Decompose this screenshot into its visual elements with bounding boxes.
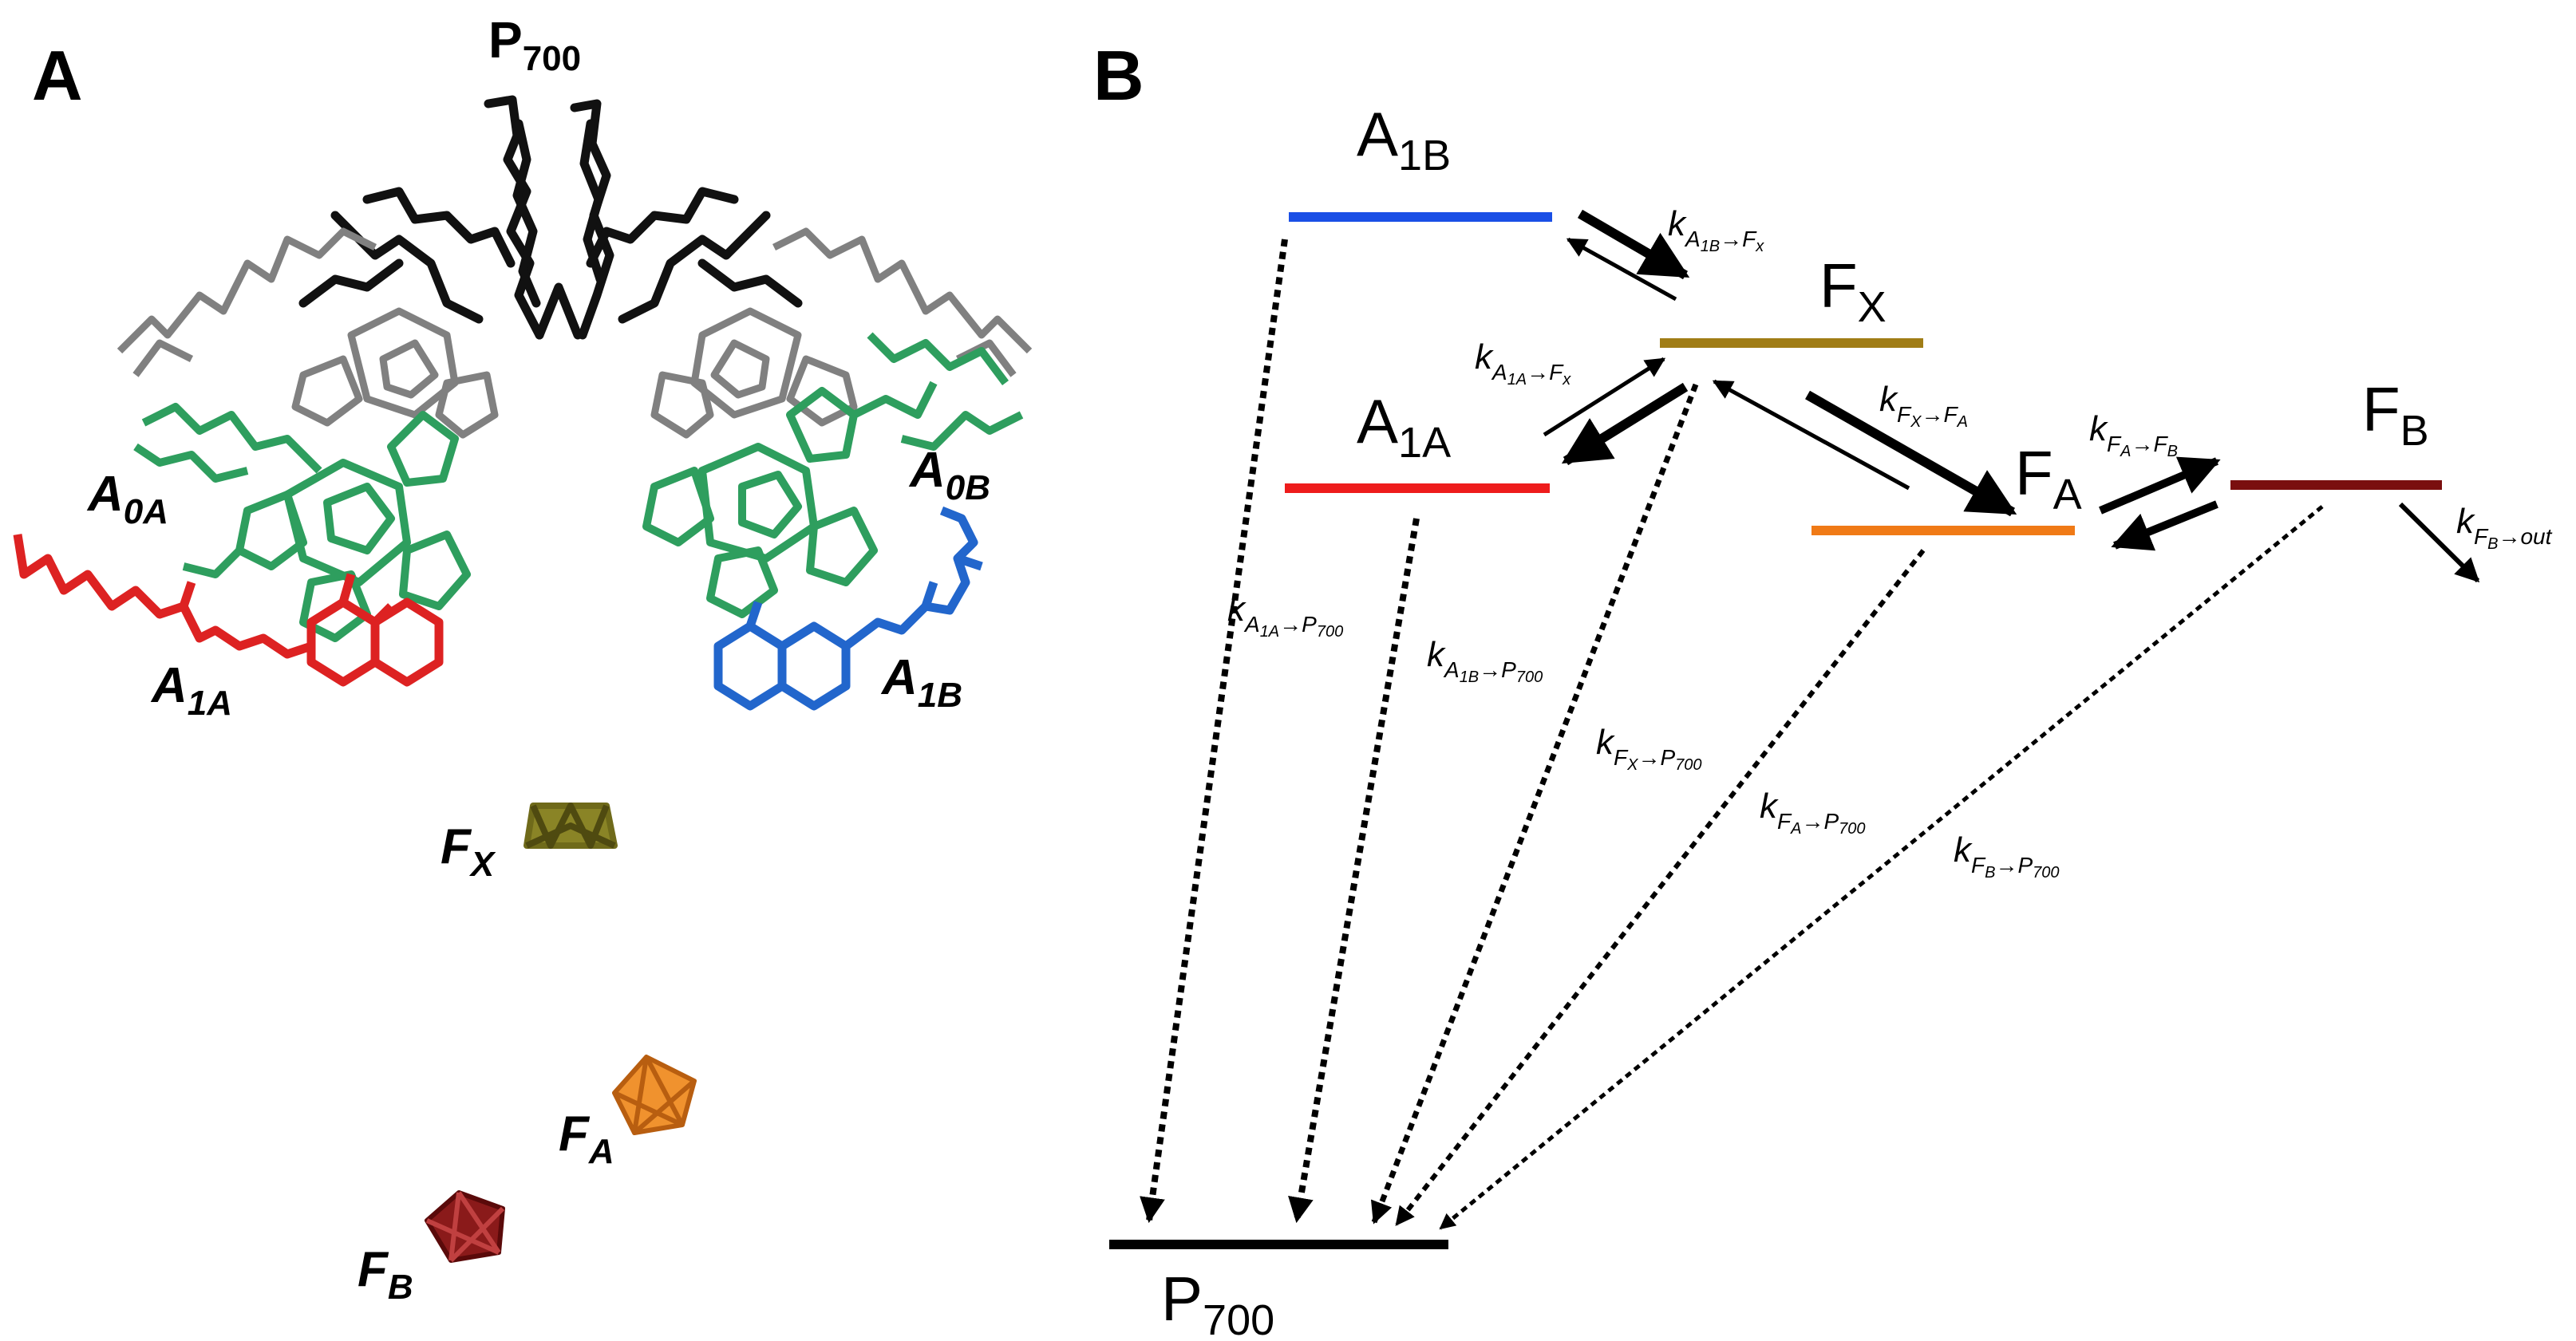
rate-a1a-fx: kA1A→Fx (1475, 337, 1571, 388)
a0b-molecule (642, 332, 1024, 618)
rate-a1b-p700: kA1B→P700 (1427, 635, 1543, 686)
rate-labels: kA1B→Fx kA1A→Fx kFX→FA kFA→FB kFB→out kA… (1227, 204, 2553, 882)
panel-a-fb-label: FB (358, 1242, 413, 1307)
panel-b-letter: B (1093, 36, 1144, 115)
panel-a-a1a-label: A1A (150, 658, 232, 723)
arrow-fx-to-a1b (1566, 237, 1677, 302)
recombination-arrows (1140, 239, 2324, 1230)
arrow-fa-to-fb (2099, 456, 2221, 515)
rate-fa-p700: kFA→P700 (1760, 787, 1866, 838)
panel-a-a0a-label: A0A (86, 467, 168, 531)
rate-fx-fa: kFX→FA (1879, 380, 1968, 431)
arrow-fx-to-fa (1805, 390, 2017, 517)
rate-a1a-p700: kA1A→P700 (1227, 590, 1343, 641)
level-a1a-label: A1A (1357, 386, 1451, 467)
p700-molecule (298, 95, 803, 340)
fb-cluster (425, 1190, 505, 1263)
fa-cluster (612, 1055, 697, 1135)
arrow-a1b-to-p700 (1288, 518, 1420, 1224)
gray-chlorophylls (117, 227, 1033, 439)
arrow-fb-to-fa (2111, 500, 2218, 551)
arrow-a1b-to-fx (1577, 209, 1690, 280)
arrow-fx-to-a1a (1561, 382, 1689, 466)
level-a1b-label: A1B (1357, 99, 1451, 179)
panel-a: A P700 (13, 11, 1033, 1307)
rate-fb-p700: kFB→P700 (1954, 830, 2060, 882)
level-fx-label: FX (1819, 250, 1887, 331)
panel-a-p700-label: P700 (488, 11, 581, 78)
panel-a-a0b-label: A0B (908, 443, 990, 507)
arrow-fa-to-fx (1712, 379, 1910, 491)
rate-fb-out: kFB→out (2456, 502, 2553, 553)
a1b-molecule (713, 506, 983, 711)
panel-a-fa-label: FA (559, 1106, 614, 1171)
panel-a-a1b-label: A1B (880, 650, 962, 715)
rate-fa-fb: kFA→FB (2089, 409, 2178, 460)
level-fa-label: FA (2015, 438, 2082, 519)
panel-a-fx-label: FX (441, 819, 496, 884)
fx-cluster (523, 803, 618, 849)
transfer-arrows (1543, 209, 2480, 583)
panel-b: B A1B FX A1A FA FB P700 (1093, 36, 2553, 1341)
rate-a1b-fx: kA1B→Fx (1668, 204, 1764, 255)
arrow-fx-to-p700 (1370, 383, 1699, 1225)
a1a-molecule (13, 534, 444, 687)
arrow-fb-to-p700 (1439, 505, 2324, 1230)
arrow-a1a-to-p700 (1140, 239, 1288, 1224)
rate-fx-p700: kFX→P700 (1596, 723, 1702, 774)
panel-a-letter: A (32, 36, 83, 115)
a0a-molecule (133, 403, 471, 642)
level-p700-label: P700 (1161, 1264, 1274, 1341)
level-fb-label: FB (2362, 374, 2429, 455)
arrow-fb-to-out (2398, 502, 2480, 583)
arrow-fa-to-p700 (1394, 549, 1926, 1226)
